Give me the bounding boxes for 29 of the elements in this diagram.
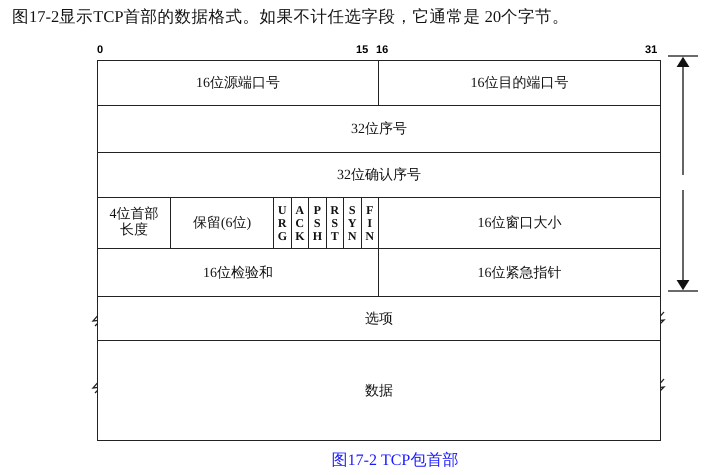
flag-label: RST [330, 204, 340, 242]
bit-number: 16 [376, 44, 388, 56]
data-field [97, 340, 661, 441]
flag-label: PSH [312, 204, 322, 242]
header-field [378, 60, 661, 106]
field-label: 32位序号 [351, 120, 407, 138]
field-label: 16位检验和 [203, 264, 273, 282]
header-field [97, 60, 379, 106]
flag-label: SYN [348, 204, 357, 242]
bit-number: 31 [645, 44, 658, 56]
field-label: 保留(6位) [192, 214, 252, 232]
field-label: 16位源端口号 [196, 74, 280, 92]
flag-label: ACK [295, 204, 304, 242]
bit-number: 15 [356, 44, 368, 56]
header-field [97, 296, 661, 341]
header-field [97, 105, 661, 153]
field-label: 32位确认序号 [337, 166, 421, 184]
field-label: 16位窗口大小 [478, 214, 562, 232]
field-label: 16位目的端口号 [470, 74, 568, 92]
flag-label: URG [278, 204, 287, 242]
bit-number: 0 [97, 44, 104, 56]
title-text: 图17-2显示TCP首部的数据格式。如果不计任选字段，它通常是 20个字节。 [12, 6, 570, 28]
field-label: 数据 [365, 382, 393, 400]
header-field [97, 152, 661, 198]
figure-caption: 图17-2 TCP包首部 [330, 450, 460, 471]
field-label: 16位紧急指针 [478, 264, 562, 282]
field-label: 选项 [365, 310, 393, 328]
field-label: 4位首部长度 [108, 207, 160, 239]
flag-label: FIN [365, 204, 374, 242]
